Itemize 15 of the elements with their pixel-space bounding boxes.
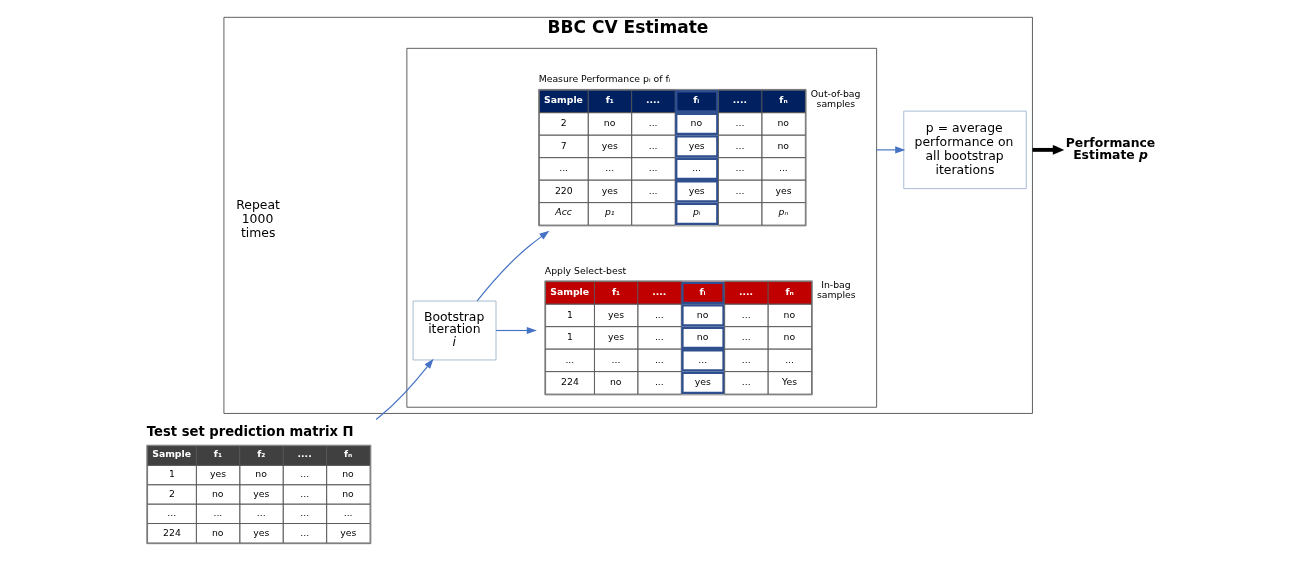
arrow: [876, 146, 906, 154]
cluster: [406, 47, 877, 408]
node-label: Out-of-bag samples: [810, 87, 861, 109]
node-label: Apply Select-best: [544, 264, 627, 276]
node-box: Bootstrap iteration i: [412, 300, 497, 361]
node-label: Measure Performance pᵢ of fᵢ: [538, 73, 671, 85]
label: Repeat 1000 times: [236, 197, 280, 241]
arrow: [375, 358, 434, 421]
node-text: Performance Estimate p: [1065, 134, 1156, 163]
node-label: Test set prediction matrix Π: [146, 423, 354, 439]
node-box: p = average performance on all bootstrap iterations: [903, 110, 1027, 190]
arrow: [476, 230, 550, 302]
node-label: In-bag samples: [816, 279, 856, 301]
arrow: [1032, 144, 1065, 155]
arrow: [495, 326, 537, 335]
